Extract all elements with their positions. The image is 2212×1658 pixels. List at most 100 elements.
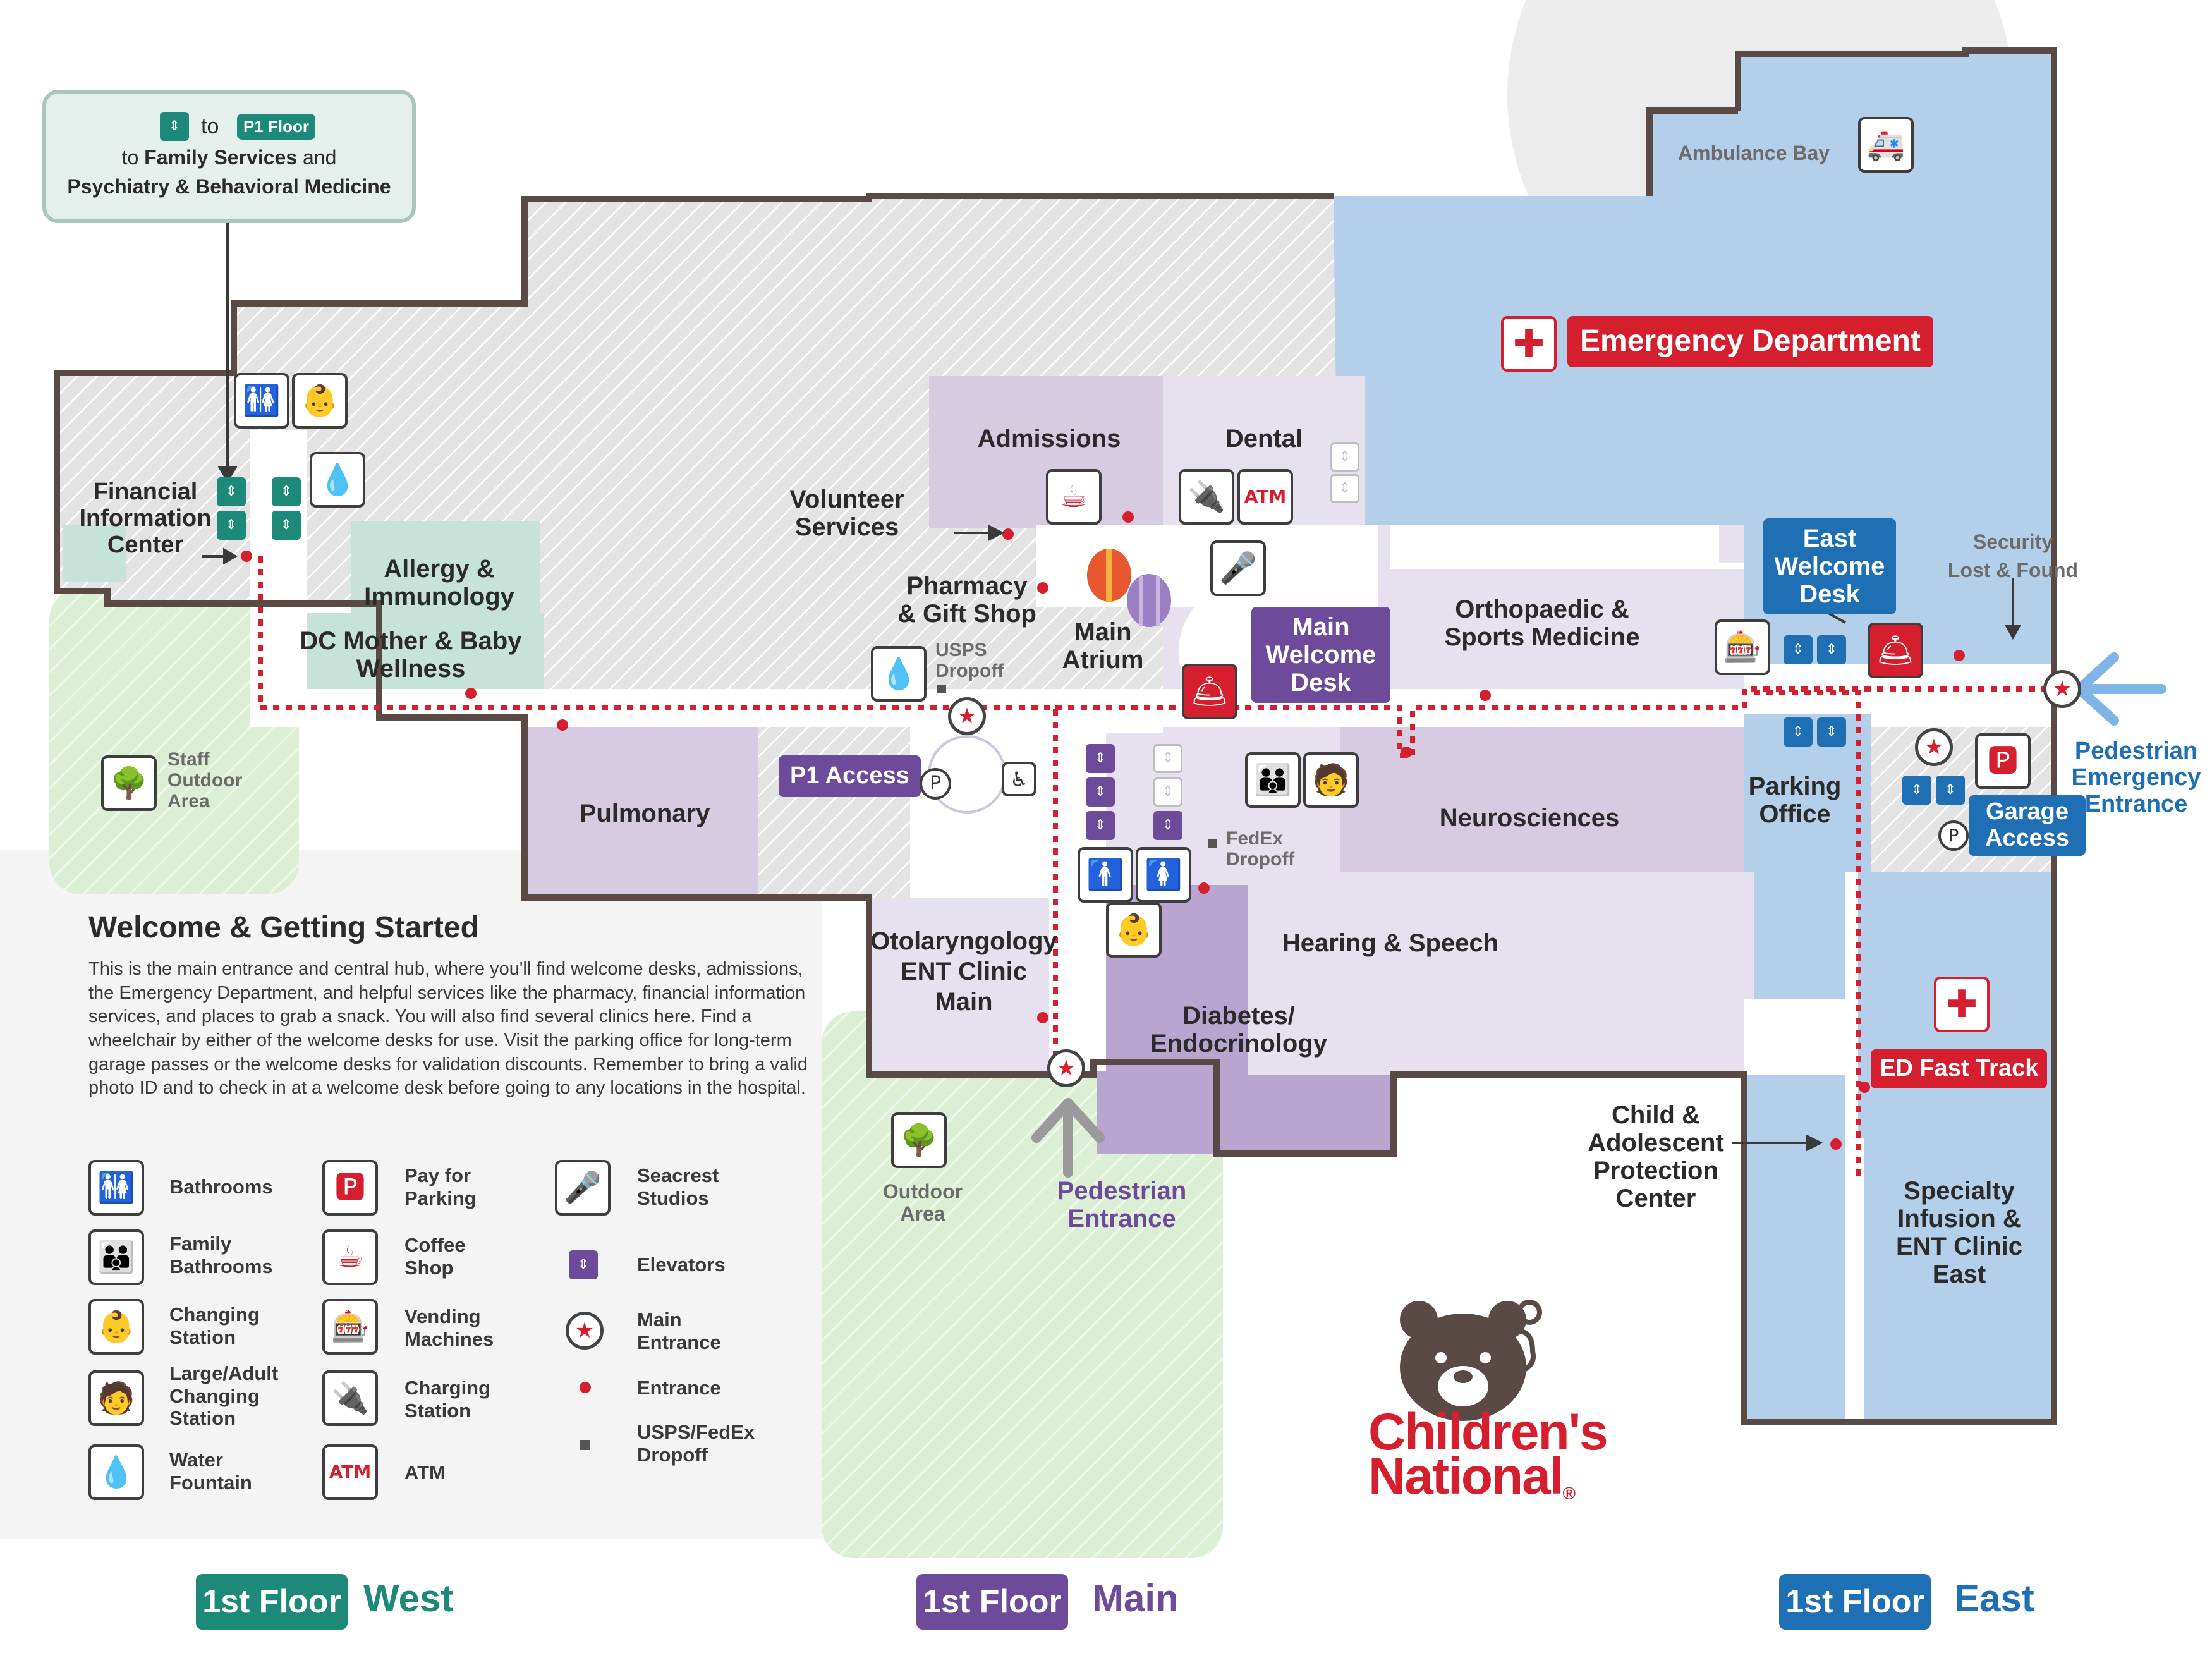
bathroom-women-icon: 🚺 [1136,847,1191,903]
seacrest-studios-icon: 🎤 [555,1160,611,1216]
legend-label: Bathrooms [169,1176,273,1198]
logo-line2: National® [1368,1448,1576,1505]
elevator-icon: ⇕ [1817,635,1846,664]
label-usps-dropoff: USPS Dropoff [935,640,1004,681]
elevator-icon: ⇕ [1902,776,1931,805]
bathrooms-icon: 🚻 [234,373,289,429]
vending-machines-icon: 🎰 [322,1299,378,1355]
callout-floor-badge: P1 Floor [237,114,316,140]
label-admissions: Admissions [977,425,1121,453]
main-entrance-icon: ★ [1047,1049,1085,1087]
changing-station-icon: 👶 [1106,902,1162,958]
elevator-icon: ⇕ [1153,744,1182,773]
pay-for-parking-icon: 🅿 [1975,733,2031,789]
legend-label: Main Entrance [637,1308,721,1353]
emergency-department-badge: Emergency Department [1567,316,1933,367]
main-welcome-desk-badge: Main Welcome Desk [1251,607,1390,703]
callout-box [42,90,416,223]
staff-area-bench-icon: 🌳 [101,755,157,811]
large-adult-changing-station-icon: 🧑 [1303,752,1359,808]
legend-label: Seacrest Studios [637,1164,719,1209]
route-path [258,556,2060,1182]
legend-label: Pay for Parking [404,1164,477,1209]
coffee-shop-icon: ☕ [1046,469,1102,525]
elevator-icon: ⇕ [1086,777,1115,807]
label-dental: Dental [1225,425,1303,453]
elevator-icon: ⇕ [272,511,301,540]
floor-name-west: West [363,1577,454,1619]
label-volunteer-services: Volunteer Services [789,485,904,541]
callout-line2: Psychiatry & Behavioral Medicine [67,175,391,198]
floor-name-main: Main [1092,1577,1179,1619]
coffee-shop-icon: ☕ [322,1229,378,1285]
atm-icon: ATM [1237,469,1293,525]
main-entrance-icon: ★ [1915,728,1953,766]
water-fountain-icon: 💧 [871,646,927,702]
elevator-icon: ⇕ [1153,811,1182,840]
welcome-text: This is the main entrance and central hu… [88,959,808,1099]
elevator-icon: ⇕ [1936,776,1965,805]
label-neurosciences: Neurosciences [1439,804,1620,832]
main-entrance-icon: ★ [2043,670,2081,708]
label-parking-office: Parking Office [1748,772,1842,828]
elevator-icon: ⇕ [1153,777,1182,807]
legend-label: USPS/FedEx Dropoff [637,1421,755,1466]
pay-for-parking-icon: 🅿 [322,1160,378,1216]
legend-label: Entrance [637,1377,721,1399]
label-child-adolescent: Child & Adolescent Protection Center [1588,1101,1724,1212]
label-dc-mother-baby: DC Mother & Baby Wellness [300,627,522,683]
legend-label: Water Fountain [169,1449,252,1494]
entrance-dot-icon [580,1382,591,1393]
changing-station-icon: 👶 [88,1299,144,1355]
callout-to: to [201,114,219,138]
wheelchair-icon: ♿ [1002,762,1036,796]
label-allergy-immunology: Allergy & Immunology [364,555,514,611]
label-hearing-speech: Hearing & Speech [1282,929,1499,957]
floor-tag-main: 1st Floor [916,1574,1068,1630]
water-fountain-icon: 💧 [310,452,365,508]
welcome-title: Welcome & Getting Started [88,911,479,944]
legend-label: Family Bathrooms [169,1233,273,1277]
elevator-icon: ⇕ [1784,717,1813,747]
label-staff-outdoor-area: Staff Outdoor Area [167,749,243,812]
bathroom-men-icon: 🚹 [1078,847,1133,903]
seacrest-studios-icon: 🎤 [1210,540,1266,596]
label-ambulance-bay: Ambulance Bay [1678,142,1830,164]
label-pharmacy-gift-shop: Pharmacy & Gift Shop [897,572,1036,628]
vending-machines-icon: 🎰 [1715,619,1770,675]
floor-tag-east: 1st Floor [1779,1574,1931,1630]
label-pedestrian-entrance: Pedestrian Entrance [1057,1177,1187,1233]
legend-label: Vending Machines [404,1305,494,1350]
changing-station-icon: 👶 [292,373,348,429]
elevator-icon: ⇕ [1784,635,1813,664]
parking-icon: P [920,768,951,800]
elevator-icon: ⇕ [217,477,246,506]
family-bathrooms-icon: 👪 [88,1229,144,1285]
label-diabetes: Diabetes/ Endocrinology [1150,1002,1327,1058]
elevator-icon: ⇕ [272,477,301,506]
garage-access-badge: Garage Access [1969,795,2086,856]
atrium-balloons [1087,549,1171,627]
legend-label: Elevators [637,1253,726,1276]
elevator-icon: ⇕ [1817,717,1846,747]
label-pedestrian-emergency-entrance: Pedestrian Emergency Entrance [2071,738,2201,817]
label-otolaryngology: Otolaryngology ENT Clinic Main [870,927,1057,1016]
elevator-icon: ⇕ [1330,474,1359,503]
atm-icon: ATM [322,1444,378,1500]
p1-access-badge: P1 Access [779,755,921,797]
emergency-cross-icon: ✚ [1501,316,1557,372]
family-bathrooms-icon: 👪 [1245,752,1301,808]
charging-station-icon: 🔌 [1179,469,1234,525]
label-pulmonary: Pulmonary [579,800,710,827]
welcome-desk-icon: 🛎 [1868,623,1923,678]
main-entrance-icon: ★ [948,697,986,735]
label-specialty-infusion: Specialty Infusion & ENT Clinic East [1895,1177,2023,1288]
label-main-atrium: Main Atrium [1062,618,1144,674]
welcome-desk-icon: 🛎 [1182,664,1237,719]
bear-logo-icon [1390,1295,1542,1421]
legend-label: Charging Station [404,1377,491,1422]
ambulance-icon: 🚑 [1858,117,1914,173]
label-fedex-dropoff: FedEx Dropoff [1226,828,1295,870]
large-adult-changing-station-icon: 🧑 [88,1370,144,1426]
outdoor-area-bench-icon: 🌳 [891,1112,947,1168]
